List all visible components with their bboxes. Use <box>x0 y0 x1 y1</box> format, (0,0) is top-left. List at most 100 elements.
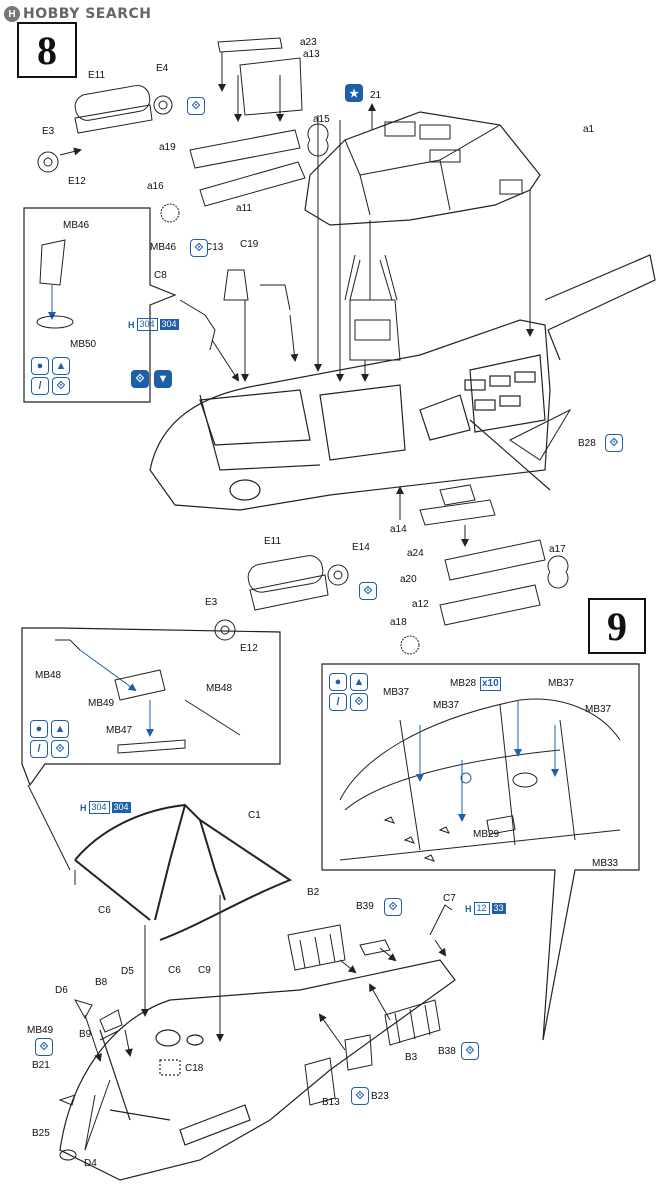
part-label: B9 <box>79 1029 92 1040</box>
rotor-mast <box>344 220 401 382</box>
paint-callout: H 304 304 <box>128 318 179 331</box>
step-number-8: 8 <box>17 22 77 78</box>
part-label: D5 <box>121 966 134 977</box>
antenna-b28 <box>509 408 572 461</box>
lower-skid-assembly <box>214 484 569 655</box>
part-label: D6 <box>55 985 68 996</box>
icon-cluster: ● ▲ / ⟐ <box>30 720 72 760</box>
glue-icon: ⟐ <box>359 582 377 600</box>
cabin-roof-part <box>304 103 541 226</box>
part-label: B39 <box>356 901 374 912</box>
part-label: a23 <box>300 37 317 48</box>
part-label: MB37 <box>383 687 410 698</box>
brush-icon: / <box>30 740 48 758</box>
lower-fuselage <box>59 959 456 1181</box>
glue-icon: ⟐ <box>187 97 205 115</box>
part-label: B28 <box>578 438 596 449</box>
glue-icon: ⟐ <box>52 377 70 395</box>
glue-icon: ⟐ <box>461 1042 479 1060</box>
glue-icon: ⟐ <box>605 434 623 452</box>
part-label: C6 <box>98 905 111 916</box>
part-label: E11 <box>264 536 282 547</box>
part-label: E14 <box>352 542 370 553</box>
quantity-badge: x10 <box>480 677 501 691</box>
part-label: MB29 <box>473 829 500 840</box>
part-label: C7 <box>443 893 456 904</box>
small-parts-c13-c19-c8 <box>179 115 534 382</box>
watermark-logo: H <box>4 6 20 22</box>
part-label: E4 <box>156 63 169 74</box>
part-label: C9 <box>198 965 211 976</box>
glue-icon: ⟐ <box>35 1038 53 1056</box>
part-label: a18 <box>390 617 407 628</box>
part-label: B23 <box>371 1091 389 1102</box>
part-label: MB46 <box>150 242 177 253</box>
paint-drop-icon: ● <box>31 357 49 375</box>
part-label: B2 <box>307 887 320 898</box>
part-label: a17 <box>549 544 566 555</box>
inset-9-right-interior <box>339 698 621 862</box>
up-arrow-icon: ▲ <box>52 357 70 375</box>
part-label: MB49 <box>88 698 115 709</box>
part-label: E3 <box>205 597 218 608</box>
part-label: MB46 <box>63 220 90 231</box>
part-label: B21 <box>32 1060 50 1071</box>
part-label: E12 <box>68 176 86 187</box>
up-arrow-icon: ▲ <box>51 720 69 738</box>
glue-icon: ⟐ <box>131 370 149 388</box>
inset-panel-9-left <box>21 627 281 787</box>
inset-panel-8 <box>23 207 177 403</box>
part-label: MB37 <box>585 704 612 715</box>
part-label: a16 <box>147 181 164 192</box>
part-label: C6 <box>168 965 181 976</box>
part-label: E12 <box>240 643 258 654</box>
glue-icon: ⟐ <box>384 898 402 916</box>
part-label: C1 <box>248 810 261 821</box>
watermark: H HOBBY SEARCH <box>4 4 151 24</box>
part-label: C8 <box>154 270 167 281</box>
part-label: a24 <box>407 548 424 559</box>
paint-callout: H 12 33 <box>465 902 506 915</box>
cut-icon: ▼ <box>154 370 172 388</box>
inset-8-parts <box>36 239 74 329</box>
part-label: a15 <box>313 114 330 125</box>
paint-drop-icon: ● <box>329 673 347 691</box>
part-label: MB37 <box>548 678 575 689</box>
part-label: a13 <box>303 49 320 60</box>
part-label: a20 <box>400 574 417 585</box>
part-label: E3 <box>42 126 55 137</box>
part-label: MB50 <box>70 339 97 350</box>
part-label: MB28 <box>450 678 477 689</box>
brush-icon: / <box>329 693 347 711</box>
part-label: C19 <box>240 239 259 250</box>
paint-drop-icon: ● <box>30 720 48 738</box>
brush-icon: / <box>31 377 49 395</box>
part-label: MB49 <box>27 1025 54 1036</box>
icon-cluster: ● ▲ / ⟐ <box>31 357 73 397</box>
part-label: 21 <box>370 90 382 101</box>
door-panels <box>287 904 453 1106</box>
part-label: MB48 <box>206 683 233 694</box>
part-label: MB33 <box>592 858 619 869</box>
part-label: C13 <box>205 242 224 253</box>
part-label: MB48 <box>35 670 62 681</box>
part-label: B38 <box>438 1046 456 1057</box>
step-number-9: 9 <box>588 598 646 654</box>
roof-rack-arrows <box>74 870 224 1042</box>
watermark-text: HOBBY SEARCH <box>23 6 152 22</box>
glue-icon: ⟐ <box>190 239 208 257</box>
front-small-parts <box>58 999 133 1161</box>
top-skid-assembly <box>37 37 329 223</box>
part-label: B3 <box>405 1052 418 1063</box>
glue-icon: ⟐ <box>350 693 368 711</box>
part-label: MB47 <box>106 725 133 736</box>
glue-icon: ⟐ <box>51 740 69 758</box>
part-label: B8 <box>95 977 108 988</box>
glue-icon: ⟐ <box>351 1087 369 1105</box>
part-label: a19 <box>159 142 176 153</box>
star-icon: ★ <box>345 84 363 102</box>
part-label: MB37 <box>433 700 460 711</box>
paint-callout: H 304 304 <box>80 801 131 814</box>
part-label: C18 <box>185 1063 204 1074</box>
